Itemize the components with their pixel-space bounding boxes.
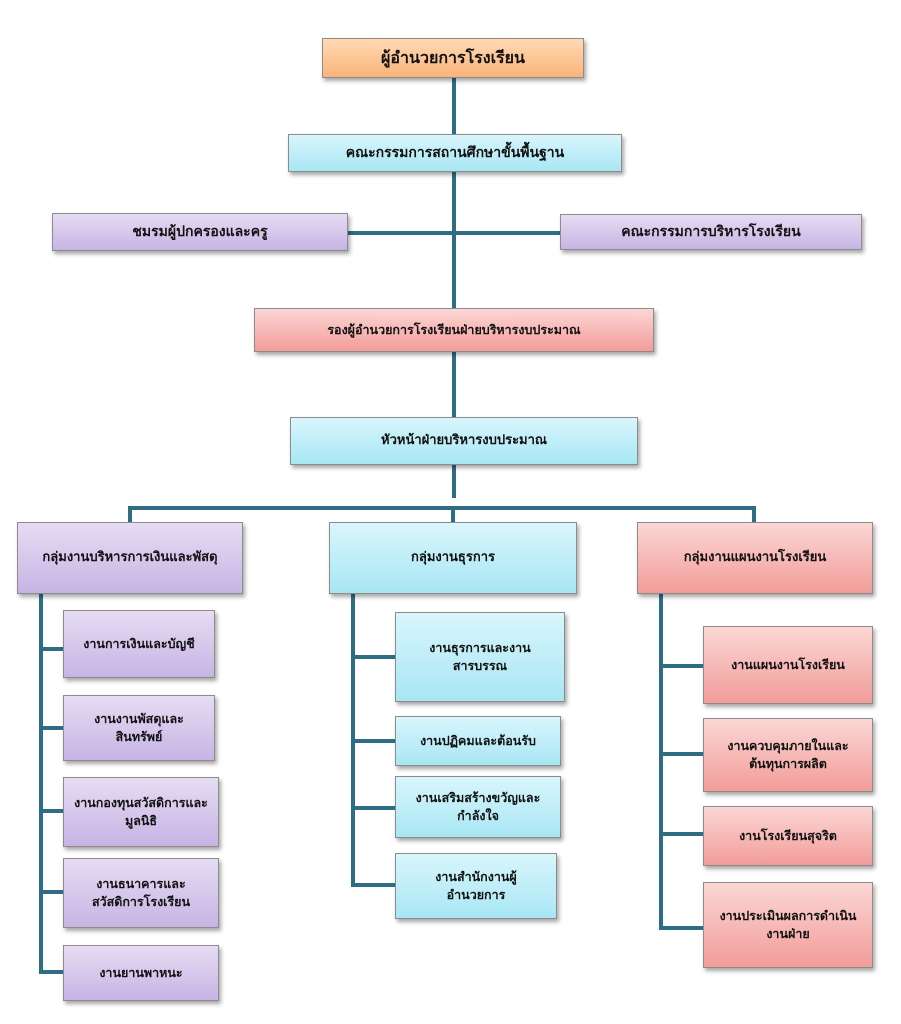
planning-item: งานแผนงานโรงเรียน <box>703 626 873 704</box>
planning-item: งานควบคุมภายในและต้นทุนการผลิต <box>703 718 873 792</box>
connector-line <box>39 726 63 730</box>
connector-line <box>128 506 756 510</box>
general-affairs-item: งานธุรการและงานสารบรรณ <box>395 612 565 702</box>
parent-teacher-club-box: ชมรมผู้ปกครองและครู <box>52 213 348 251</box>
connector-line <box>39 809 63 813</box>
general-affairs-item: งานสำนักงานผู้อำนวยการ <box>395 853 557 919</box>
connector-line <box>39 970 63 974</box>
connector-line <box>659 926 703 930</box>
finance-item: งานกองทุนสวัสดิการและมูลนิธิ <box>63 777 219 847</box>
connector-line <box>451 506 455 522</box>
connector-line <box>659 832 703 836</box>
planning-item: งานโรงเรียนสุจริต <box>703 806 873 866</box>
finance-item: งานธนาคารและสวัสดิการโรงเรียน <box>63 858 219 928</box>
finance-group-box: กลุ่มงานบริหารการเงินและพัสดุ <box>17 522 243 594</box>
connector-line <box>39 890 63 894</box>
general-affairs-item: งานเสริมสร้างขวัญและกำลังใจ <box>395 776 561 838</box>
connector-line <box>128 506 132 522</box>
head-budget-dept-box: หัวหน้าฝ่ายบริหารงบประมาณ <box>290 417 638 465</box>
school-admin-board-box: คณะกรรมการบริหารโรงเรียน <box>560 214 862 250</box>
connector-line <box>39 594 43 974</box>
general-affairs-item: งานปฏิคมและต้อนรับ <box>395 716 561 766</box>
connector-line <box>752 506 756 522</box>
connector-line <box>452 76 456 498</box>
planning-group-box: กลุ่มงานแผนงานโรงเรียน <box>637 522 873 594</box>
planning-item: งานประเมินผลการดำเนินงานฝ่าย <box>703 882 873 968</box>
connector-line <box>351 739 395 743</box>
connector-line <box>659 664 703 668</box>
connector-line <box>351 806 395 810</box>
connector-line <box>659 752 703 756</box>
finance-item: งานยานพาหนะ <box>63 945 219 1001</box>
finance-item: งานการเงินและบัญชี <box>63 610 215 678</box>
connector-line <box>351 883 395 887</box>
finance-item: งานงานพัสดุและสินทรัพย์ <box>63 695 215 761</box>
general-affairs-group-box: กลุ่มงานธุรการ <box>329 522 577 594</box>
basic-education-board-box: คณะกรรมการสถานศึกษาขั้นพื้นฐาน <box>288 134 622 172</box>
director-box: ผู้อำนวยการโรงเรียน <box>322 38 584 78</box>
connector-line <box>39 647 63 651</box>
deputy-director-budget-box: รองผู้อำนวยการโรงเรียนฝ่ายบริหารงบประมาณ <box>254 308 654 352</box>
connector-line <box>351 655 395 659</box>
connector-line <box>659 594 663 930</box>
connector-line <box>348 231 560 235</box>
